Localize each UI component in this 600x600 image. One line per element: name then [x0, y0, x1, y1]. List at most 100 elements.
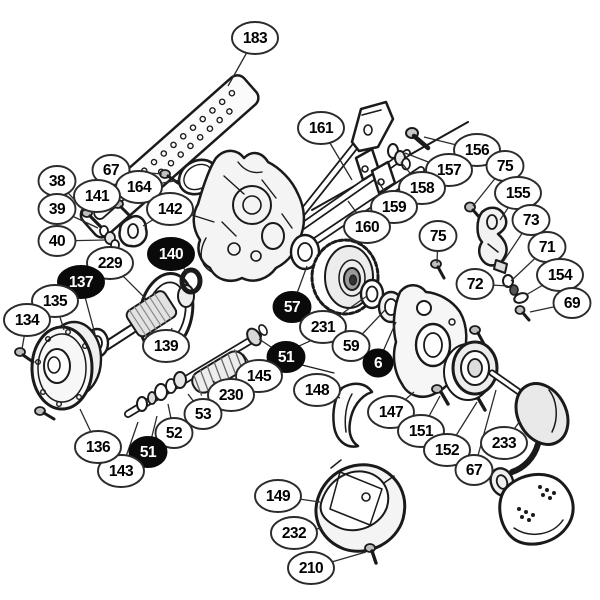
callout-number: 156 [465, 142, 490, 159]
callout-number: 135 [43, 293, 68, 310]
callout-number: 148 [305, 382, 330, 399]
callout-number: 183 [243, 30, 268, 47]
callout-number: 151 [409, 423, 434, 440]
callout-bubble [287, 551, 335, 585]
callout-number: 136 [86, 439, 111, 456]
callout-number: 67 [103, 162, 119, 179]
callout-134: 134 [3, 303, 51, 337]
callout-bubble [299, 310, 347, 344]
callout-40: 40 [37, 225, 77, 257]
callout-number: 75 [497, 158, 514, 175]
callout-230: 230 [207, 378, 255, 412]
callout-bubble [231, 21, 279, 55]
callout-bubble [254, 479, 302, 513]
callout-bubble [297, 111, 345, 145]
drive-gear-part [289, 233, 405, 324]
callout-142: 142 [146, 192, 194, 226]
callout-number: 52 [166, 425, 182, 442]
callout-bubble [183, 398, 223, 430]
callout-number: 59 [343, 338, 360, 355]
callout-number: 141 [85, 188, 110, 205]
callout-number: 134 [15, 312, 40, 329]
callout-number: 142 [158, 201, 182, 218]
callout-number: 140 [159, 246, 183, 263]
callout-number: 57 [284, 299, 300, 316]
callout-number: 233 [492, 435, 517, 452]
callout-bubble [272, 291, 312, 323]
callout-number: 137 [69, 274, 93, 291]
callout-number: 51 [140, 444, 157, 461]
callout-136: 136 [74, 430, 122, 464]
callout-bubble [73, 179, 121, 213]
callout-bubble [418, 220, 458, 252]
callout-143: 143 [97, 454, 145, 488]
callout-154: 154 [536, 258, 584, 292]
callout-number: 229 [98, 255, 123, 272]
callout-number: 72 [467, 276, 483, 293]
callout-number: 139 [154, 338, 179, 355]
lower-cover-part [314, 459, 407, 565]
callout-164: 164 [115, 170, 163, 204]
callout-number: 73 [523, 212, 540, 229]
callout-number: 154 [548, 267, 573, 284]
callout-bubble [480, 426, 528, 460]
callout-232: 232 [270, 516, 318, 550]
callout-161: 161 [297, 111, 345, 145]
callout-75: 75 [485, 150, 525, 182]
callout-number: 38 [49, 173, 66, 190]
callout-bubble [154, 417, 194, 449]
callout-53: 53 [183, 398, 223, 430]
callout-140-solid: 140 [147, 237, 195, 271]
callout-number: 149 [266, 488, 291, 505]
callout-bubble [455, 268, 495, 300]
callout-bubble [74, 430, 122, 464]
callout-155: 155 [494, 176, 542, 210]
callout-number: 145 [247, 368, 272, 385]
ratchet-plates-part [354, 127, 431, 195]
callout-51-solid: 51 [128, 436, 168, 468]
callout-bubble [147, 237, 195, 271]
callout-160: 160 [343, 210, 391, 244]
callout-number: 159 [382, 199, 407, 216]
callout-bubble [266, 341, 306, 373]
callout-72: 72 [455, 268, 495, 300]
callout-number: 161 [309, 120, 334, 137]
callout-bubble [423, 433, 471, 467]
callout-number: 158 [410, 180, 435, 197]
callouts-layer: 1831611561571581591607515573711546972753… [3, 21, 592, 585]
callout-bubble [343, 210, 391, 244]
callout-bubble [367, 395, 415, 429]
callout-bubble [3, 303, 51, 337]
screw-67-top-part [159, 169, 180, 185]
callout-75: 75 [418, 220, 458, 252]
callout-38: 38 [37, 165, 77, 197]
callout-183: 183 [231, 21, 279, 55]
callout-number: 6 [374, 355, 383, 372]
callout-bubble [128, 436, 168, 468]
callout-bubble [454, 454, 494, 486]
callout-bubble [142, 329, 190, 363]
callout-bubble [97, 454, 145, 488]
callout-bubble [362, 348, 394, 378]
callout-71: 71 [527, 231, 567, 263]
callout-57-solid: 57 [272, 291, 312, 323]
callout-231: 231 [299, 310, 347, 344]
callout-bubble [146, 192, 194, 226]
callout-bubble [511, 204, 551, 236]
callout-bubble [207, 378, 255, 412]
callout-210: 210 [287, 551, 335, 585]
callout-139: 139 [142, 329, 190, 363]
callout-bubble [552, 287, 592, 319]
callout-bubble [37, 225, 77, 257]
callout-number: 39 [49, 201, 66, 218]
callout-73: 73 [511, 204, 551, 236]
callout-6-solid: 6 [362, 348, 394, 378]
callout-number: 69 [564, 295, 581, 312]
callout-233: 233 [480, 426, 528, 460]
callout-number: 51 [278, 349, 295, 366]
callout-52: 52 [154, 417, 194, 449]
callout-number: 155 [506, 185, 531, 202]
callout-69: 69 [552, 287, 592, 319]
callout-51-solid: 51 [266, 341, 306, 373]
